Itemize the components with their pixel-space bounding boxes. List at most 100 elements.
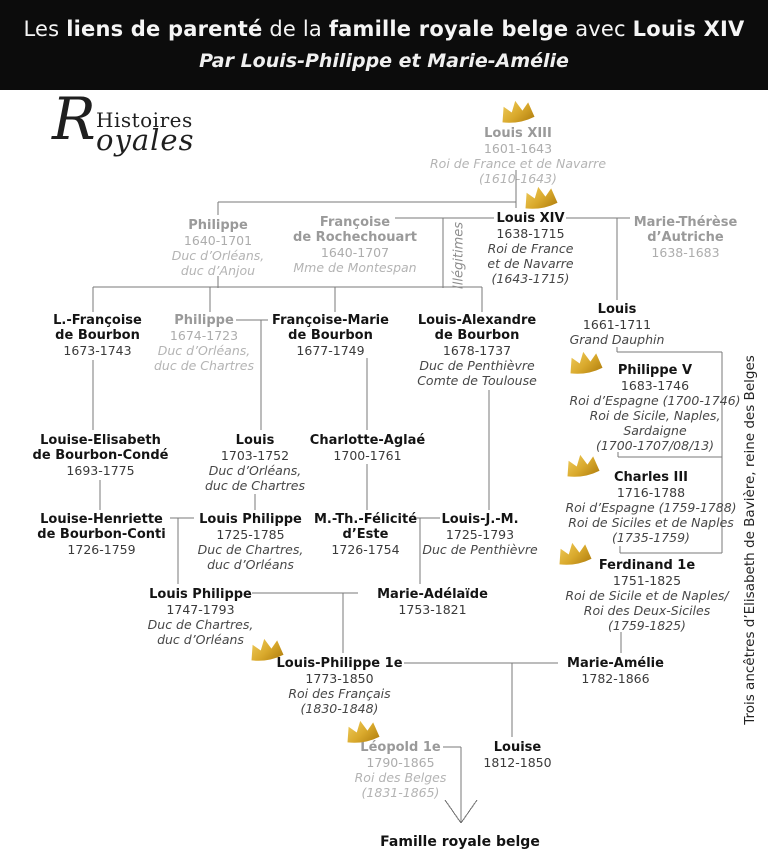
- logo-word-histoires: Histoires: [96, 108, 193, 132]
- person-title: Roi de Sicile, Naples,: [589, 408, 721, 423]
- person-name: Ferdinand 1e: [598, 558, 696, 573]
- person-title: Duc de Chartres,: [197, 542, 304, 557]
- person-name: de Bourbon: [55, 328, 140, 343]
- person-dates: 1703-1752: [220, 448, 290, 463]
- person-title: duc de Chartres: [205, 478, 305, 493]
- person-dates: 1812-1850: [483, 755, 552, 770]
- person-dates: 1674-1723: [169, 328, 239, 343]
- person-title: Duc de Penthièvre: [419, 358, 535, 373]
- person-dates: 1640-1701: [183, 233, 253, 248]
- person-title: (1735-1759): [612, 530, 690, 545]
- arrow-head-right: [460, 799, 478, 824]
- header: Les liens de parenté de la famille royal…: [0, 0, 768, 90]
- crown-icon: [518, 181, 562, 214]
- person-name: Marie-Thérèse: [633, 215, 738, 230]
- person-name: Léopold 1e: [360, 740, 441, 755]
- person-name: Louis XIII: [484, 126, 552, 141]
- person-name: L.-Françoise: [53, 313, 142, 328]
- person-title: (1759-1825): [608, 618, 686, 633]
- person-dates: 1683-1746: [620, 378, 690, 393]
- person-dates: 1678-1737: [442, 343, 512, 358]
- person-name: Marie-Adélaïde: [377, 587, 488, 602]
- person-dates: 1716-1788: [616, 485, 686, 500]
- person-title: (1610-1643): [479, 171, 557, 186]
- person-name: de Bourbon-Conti: [37, 527, 166, 542]
- person-name: Françoise-Marie: [272, 313, 389, 328]
- person-dates: 1725-1785: [216, 527, 285, 542]
- person-name: de Bourbon: [288, 328, 373, 343]
- person-name: Louis XIV: [496, 211, 565, 226]
- person-dates: 1673-1743: [63, 343, 132, 358]
- person-name: de Bourbon: [434, 328, 520, 343]
- logo-histoires-royales: R Histoires oyales: [52, 90, 242, 166]
- person-title: duc d’Anjou: [180, 263, 256, 278]
- person-dates: 1725-1793: [445, 527, 515, 542]
- person-name: Louis-Philippe 1e: [276, 656, 403, 671]
- person-dates: 1677-1749: [296, 343, 365, 358]
- person-title: Roi d’Espagne (1759-1788): [565, 500, 737, 515]
- person-title: Duc d’Orléans,: [171, 248, 265, 263]
- person-name: Philippe: [174, 313, 234, 328]
- person-dates: 1747-1793: [166, 602, 235, 617]
- person-title: Duc d’Orléans,: [157, 343, 251, 358]
- person-title: Roi de France et de Navarre: [429, 156, 607, 171]
- person-name: Marie-Amélie: [567, 656, 664, 671]
- person-title: Roi des Deux-Siciles: [583, 603, 711, 618]
- person-title: Duc de Chartres,: [147, 617, 254, 632]
- person-name: Louis-J.-M.: [441, 512, 519, 527]
- person-title: duc d’Orléans: [157, 632, 244, 647]
- person-title: Duc d’Orléans,: [208, 463, 302, 478]
- page-title: Les liens de parenté de la famille royal…: [23, 17, 745, 41]
- person-dates: 1753-1821: [398, 602, 467, 617]
- person-title: (1830-1848): [300, 701, 379, 716]
- person-dates: 1773-1850: [305, 671, 374, 686]
- person-name: Louis-Alexandre: [417, 313, 537, 328]
- person-title: duc de Chartres: [154, 358, 254, 373]
- person-title: Mme de Montespan: [293, 260, 417, 275]
- person-name: de Bourbon-Condé: [32, 448, 169, 463]
- person-dates: 1782-1866: [581, 671, 650, 686]
- page-subtitle: Par Louis-Philippe et Marie-Amélie: [199, 50, 569, 72]
- person-dates: 1640-1707: [320, 245, 390, 260]
- person-title: Sardaigne: [623, 423, 687, 438]
- person-dates: 1790-1865: [366, 755, 435, 770]
- person-name: Louise-Elisabeth: [40, 433, 161, 448]
- footer-label: Famille royale belge: [380, 834, 540, 850]
- person-title: Roi des Belges: [354, 770, 447, 785]
- person-dates: 1693-1775: [66, 463, 135, 478]
- person-name: de Rochechouart: [293, 230, 417, 245]
- person-name: Louis: [235, 433, 275, 448]
- logo-initial: R: [52, 85, 96, 153]
- person-name: Louis Philippe: [149, 587, 252, 602]
- person-name: Charlotte-Aglaé: [309, 433, 426, 448]
- person-title: Comte de Toulouse: [417, 373, 537, 388]
- person-dates: 1726-1759: [67, 542, 136, 557]
- person-name: Louise-Henriette: [40, 512, 163, 527]
- person-dates: 1661-1711: [582, 317, 652, 332]
- person-name: d’Autriche: [647, 230, 724, 245]
- illegitimate-label: Illégitimes: [451, 221, 467, 290]
- person-dates: 1638-1683: [651, 245, 720, 260]
- person-title: Roi de France: [487, 241, 574, 256]
- person-title: duc d’Orléans: [207, 557, 294, 572]
